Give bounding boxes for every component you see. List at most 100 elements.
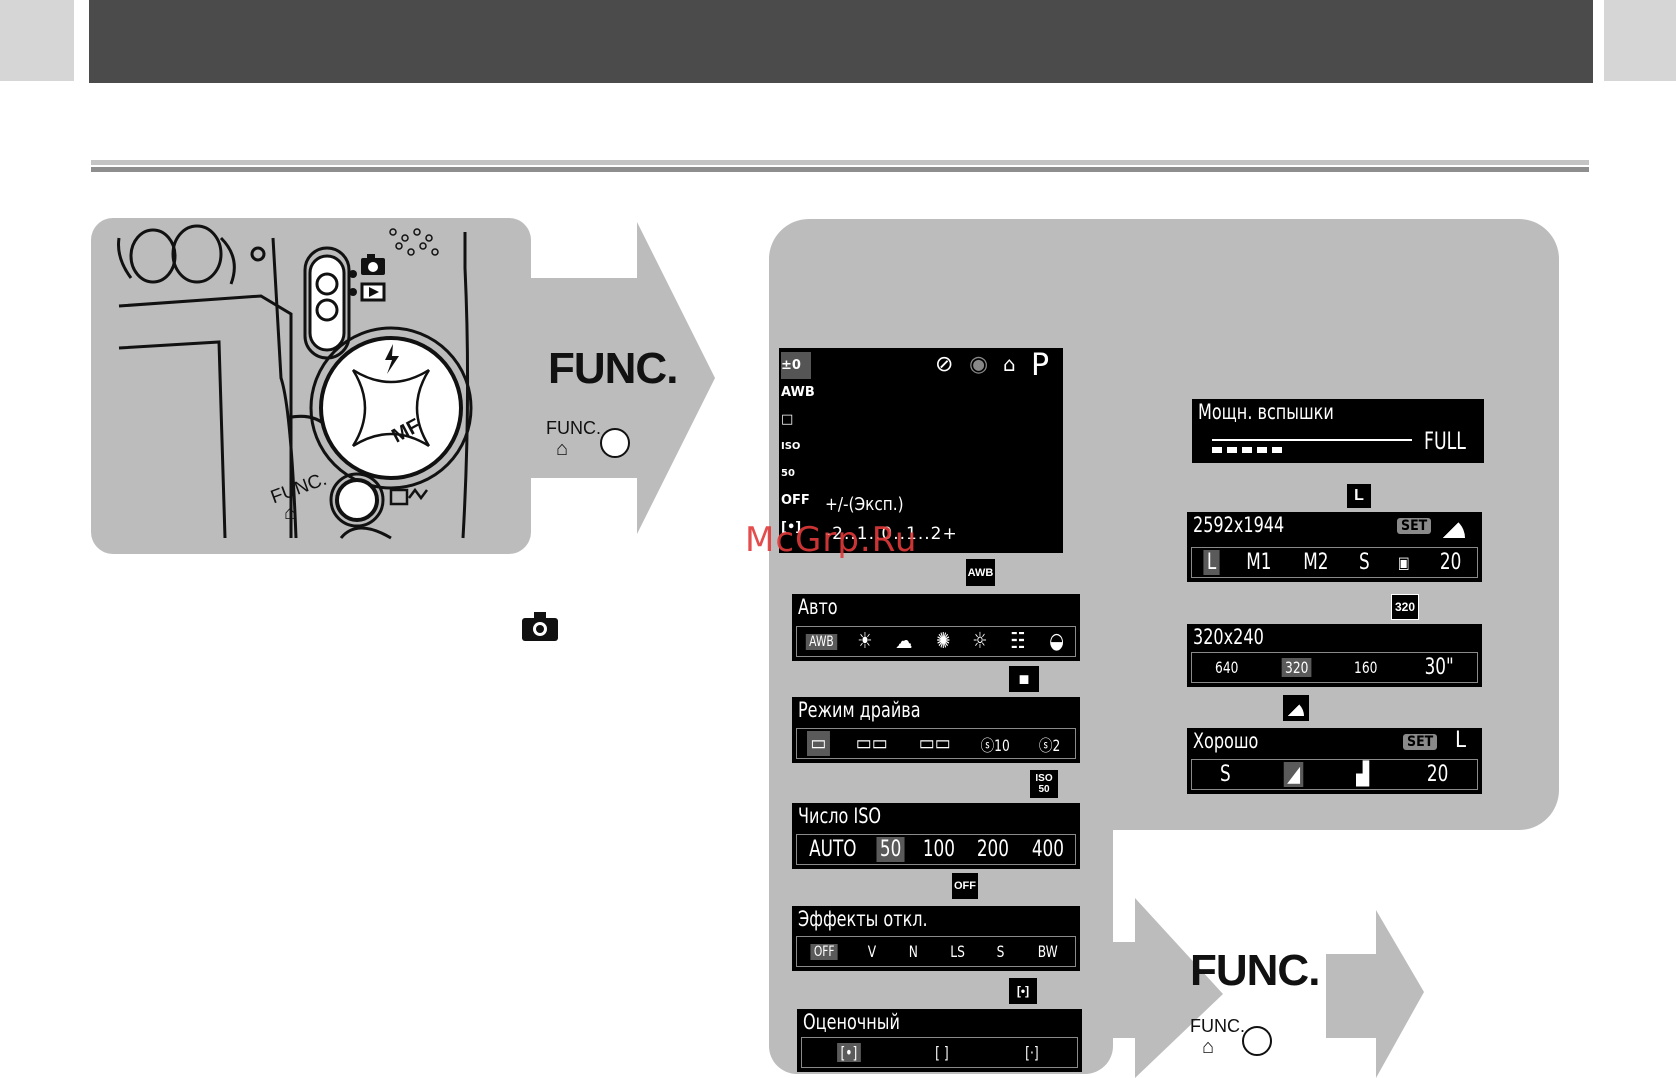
wb-option[interactable]: ☀: [857, 629, 873, 654]
resolution-option[interactable]: 20: [1440, 550, 1462, 575]
resolution-option[interactable]: M1: [1246, 550, 1272, 575]
drive-mini-icon: ■: [1009, 666, 1039, 692]
menu-options: L M1 M2 S ▣ 20: [1191, 547, 1478, 578]
effects-menu: Эффекты откл. OFF V N LS S BW: [792, 906, 1080, 971]
header-banner: [89, 0, 1593, 83]
func-small-label-1: FUNC.: [546, 418, 601, 438]
menu-title: Оценочный: [803, 1010, 900, 1034]
effect-option[interactable]: N: [908, 942, 918, 961]
lcd-icon-exposure: ±0: [781, 352, 811, 379]
iso-option[interactable]: 100: [922, 837, 955, 862]
resolution-option[interactable]: L: [1203, 550, 1220, 575]
wb-option[interactable]: ☷: [1010, 629, 1026, 654]
left-page-tab: [0, 0, 74, 81]
metering-mini-icon: [•]: [1009, 978, 1037, 1004]
compression-mini-icon: [1283, 695, 1309, 721]
resolution-option[interactable]: S: [1358, 550, 1370, 575]
iso-option[interactable]: 400: [1031, 837, 1064, 862]
drive-mode-menu: Режим драйва ▭ ▭▭ ▭▭ ⓢ10 ⓢ2: [792, 697, 1080, 763]
effect-mini-icon: OFF: [952, 873, 978, 899]
drive-option[interactable]: ⓢ10: [980, 735, 1010, 755]
menu-title: Мощн. вспышки: [1198, 400, 1334, 424]
wb-option[interactable]: ◒: [1048, 629, 1064, 654]
flash-power-menu: Мощн. вспышки FULL: [1192, 399, 1484, 463]
lock-icon: ⌂: [1003, 352, 1016, 376]
effect-option[interactable]: BW: [1037, 942, 1058, 961]
menu-title: Хорошо: [1193, 729, 1259, 753]
white-balance-menu: Авто AWB ☀ ☁ ✺ ☼ ☷ ◒: [792, 594, 1080, 661]
resolution-option[interactable]: ▣: [1398, 553, 1410, 572]
menu-options: ▭ ▭▭ ▭▭ ⓢ10 ⓢ2: [796, 728, 1076, 759]
menu-title: 2592x1944: [1193, 513, 1285, 537]
trash-icon-1: ⌂: [556, 438, 569, 460]
movie-option[interactable]: 30": [1424, 655, 1454, 680]
step-arrow-3: [1326, 910, 1424, 1078]
red-eye-icon: ◉: [969, 352, 989, 377]
lcd-screen: ±0 AWB □ ISO 50 OFF [•] ⊘ ◉ ⌂ P +/-(Эксп…: [779, 348, 1063, 553]
compression-option[interactable]: ◢: [1283, 762, 1304, 787]
lcd-icon-effect: OFF: [781, 493, 810, 508]
camera-back-illustration: [117, 224, 473, 540]
drive-option[interactable]: ⓢ2: [1039, 735, 1061, 755]
wb-option[interactable]: ☼: [972, 629, 988, 654]
menu-options: AUTO 50 100 200 400: [796, 834, 1076, 865]
effect-option[interactable]: S: [997, 942, 1005, 961]
flash-power-scale: [1212, 439, 1412, 441]
step-arrow-1: [531, 222, 715, 534]
effect-option[interactable]: OFF: [810, 943, 839, 960]
lcd-exposure-label: +/-(Эксп.): [825, 494, 904, 515]
menu-title: Режим драйва: [798, 698, 921, 722]
lcd-exposure-scale: -2..1..0..1..2+: [825, 524, 958, 544]
iso-option[interactable]: 50: [876, 837, 905, 862]
movie-option[interactable]: 640: [1215, 658, 1239, 677]
lcd-icon-metering: [•]: [781, 520, 802, 535]
resolution-menu: 2592x1944 SET L M1 M2 S ▣ 20: [1187, 512, 1482, 582]
func-button-1[interactable]: [600, 428, 630, 458]
quality-fine-icon: [1443, 516, 1465, 538]
size-l-mini-icon: L: [1347, 484, 1371, 508]
compression-option[interactable]: ▟: [1356, 762, 1370, 787]
lcd-icon-drive: □: [781, 412, 794, 427]
iso-option[interactable]: AUTO: [809, 837, 857, 862]
lcd-side-icons: ±0 AWB □ ISO 50 OFF [•]: [781, 352, 815, 541]
menu-title: Эффекты откл.: [798, 907, 928, 931]
metering-option[interactable]: [ ]: [934, 1043, 949, 1062]
iso-mini-icon: ISO 50: [1030, 770, 1058, 798]
movie-option[interactable]: 160: [1354, 658, 1378, 677]
camera-mode-icon: [522, 612, 558, 641]
wb-option[interactable]: AWB: [805, 633, 838, 650]
func-button-2[interactable]: [1242, 1026, 1272, 1056]
effect-option[interactable]: V: [867, 942, 877, 961]
metering-option[interactable]: [·]: [1025, 1043, 1039, 1062]
drive-option[interactable]: ▭▭: [855, 731, 888, 756]
menu-options: AWB ☀ ☁ ✺ ☼ ☷ ◒: [796, 626, 1076, 657]
metering-menu: Оценочный [•] [ ] [·]: [797, 1009, 1082, 1072]
compression-shape: [1288, 700, 1304, 716]
func-big-label-1: FUNC.: [548, 344, 678, 393]
effect-option[interactable]: LS: [950, 942, 965, 961]
flash-off-icon: ⊘: [935, 352, 954, 377]
set-badge: SET: [1403, 734, 1438, 750]
lcd-mode-label: P: [1031, 348, 1050, 383]
movie-size-mini-icon: 320: [1391, 594, 1419, 620]
func-small-label-2: FUNC.: [1190, 1016, 1245, 1036]
menu-title: Число ISO: [798, 804, 882, 828]
menu-options: S ◢ ▟ 20: [1191, 759, 1478, 790]
lcd-icon-iso: ISO 50: [781, 441, 801, 479]
movie-size-menu: 320x240 640 320 160 30": [1187, 624, 1482, 687]
iso-option[interactable]: 200: [977, 837, 1010, 862]
wb-option[interactable]: ☁: [895, 629, 913, 654]
movie-option[interactable]: 320: [1281, 658, 1312, 677]
step-arrow-2: [1113, 898, 1223, 1078]
compression-option[interactable]: 20: [1426, 762, 1449, 787]
drive-option[interactable]: ▭: [807, 731, 831, 756]
compression-option[interactable]: S: [1220, 762, 1231, 787]
menu-options: [•] [ ] [·]: [801, 1037, 1078, 1068]
compression-menu: Хорошо SET L S ◢ ▟ 20: [1187, 728, 1482, 794]
drive-option[interactable]: ▭▭: [918, 731, 951, 756]
metering-option[interactable]: [•]: [837, 1043, 861, 1062]
flash-power-value: FULL: [1424, 427, 1466, 455]
wb-option[interactable]: ✺: [935, 629, 950, 654]
func-big-label-2: FUNC.: [1190, 946, 1320, 995]
resolution-option[interactable]: M2: [1302, 550, 1329, 575]
